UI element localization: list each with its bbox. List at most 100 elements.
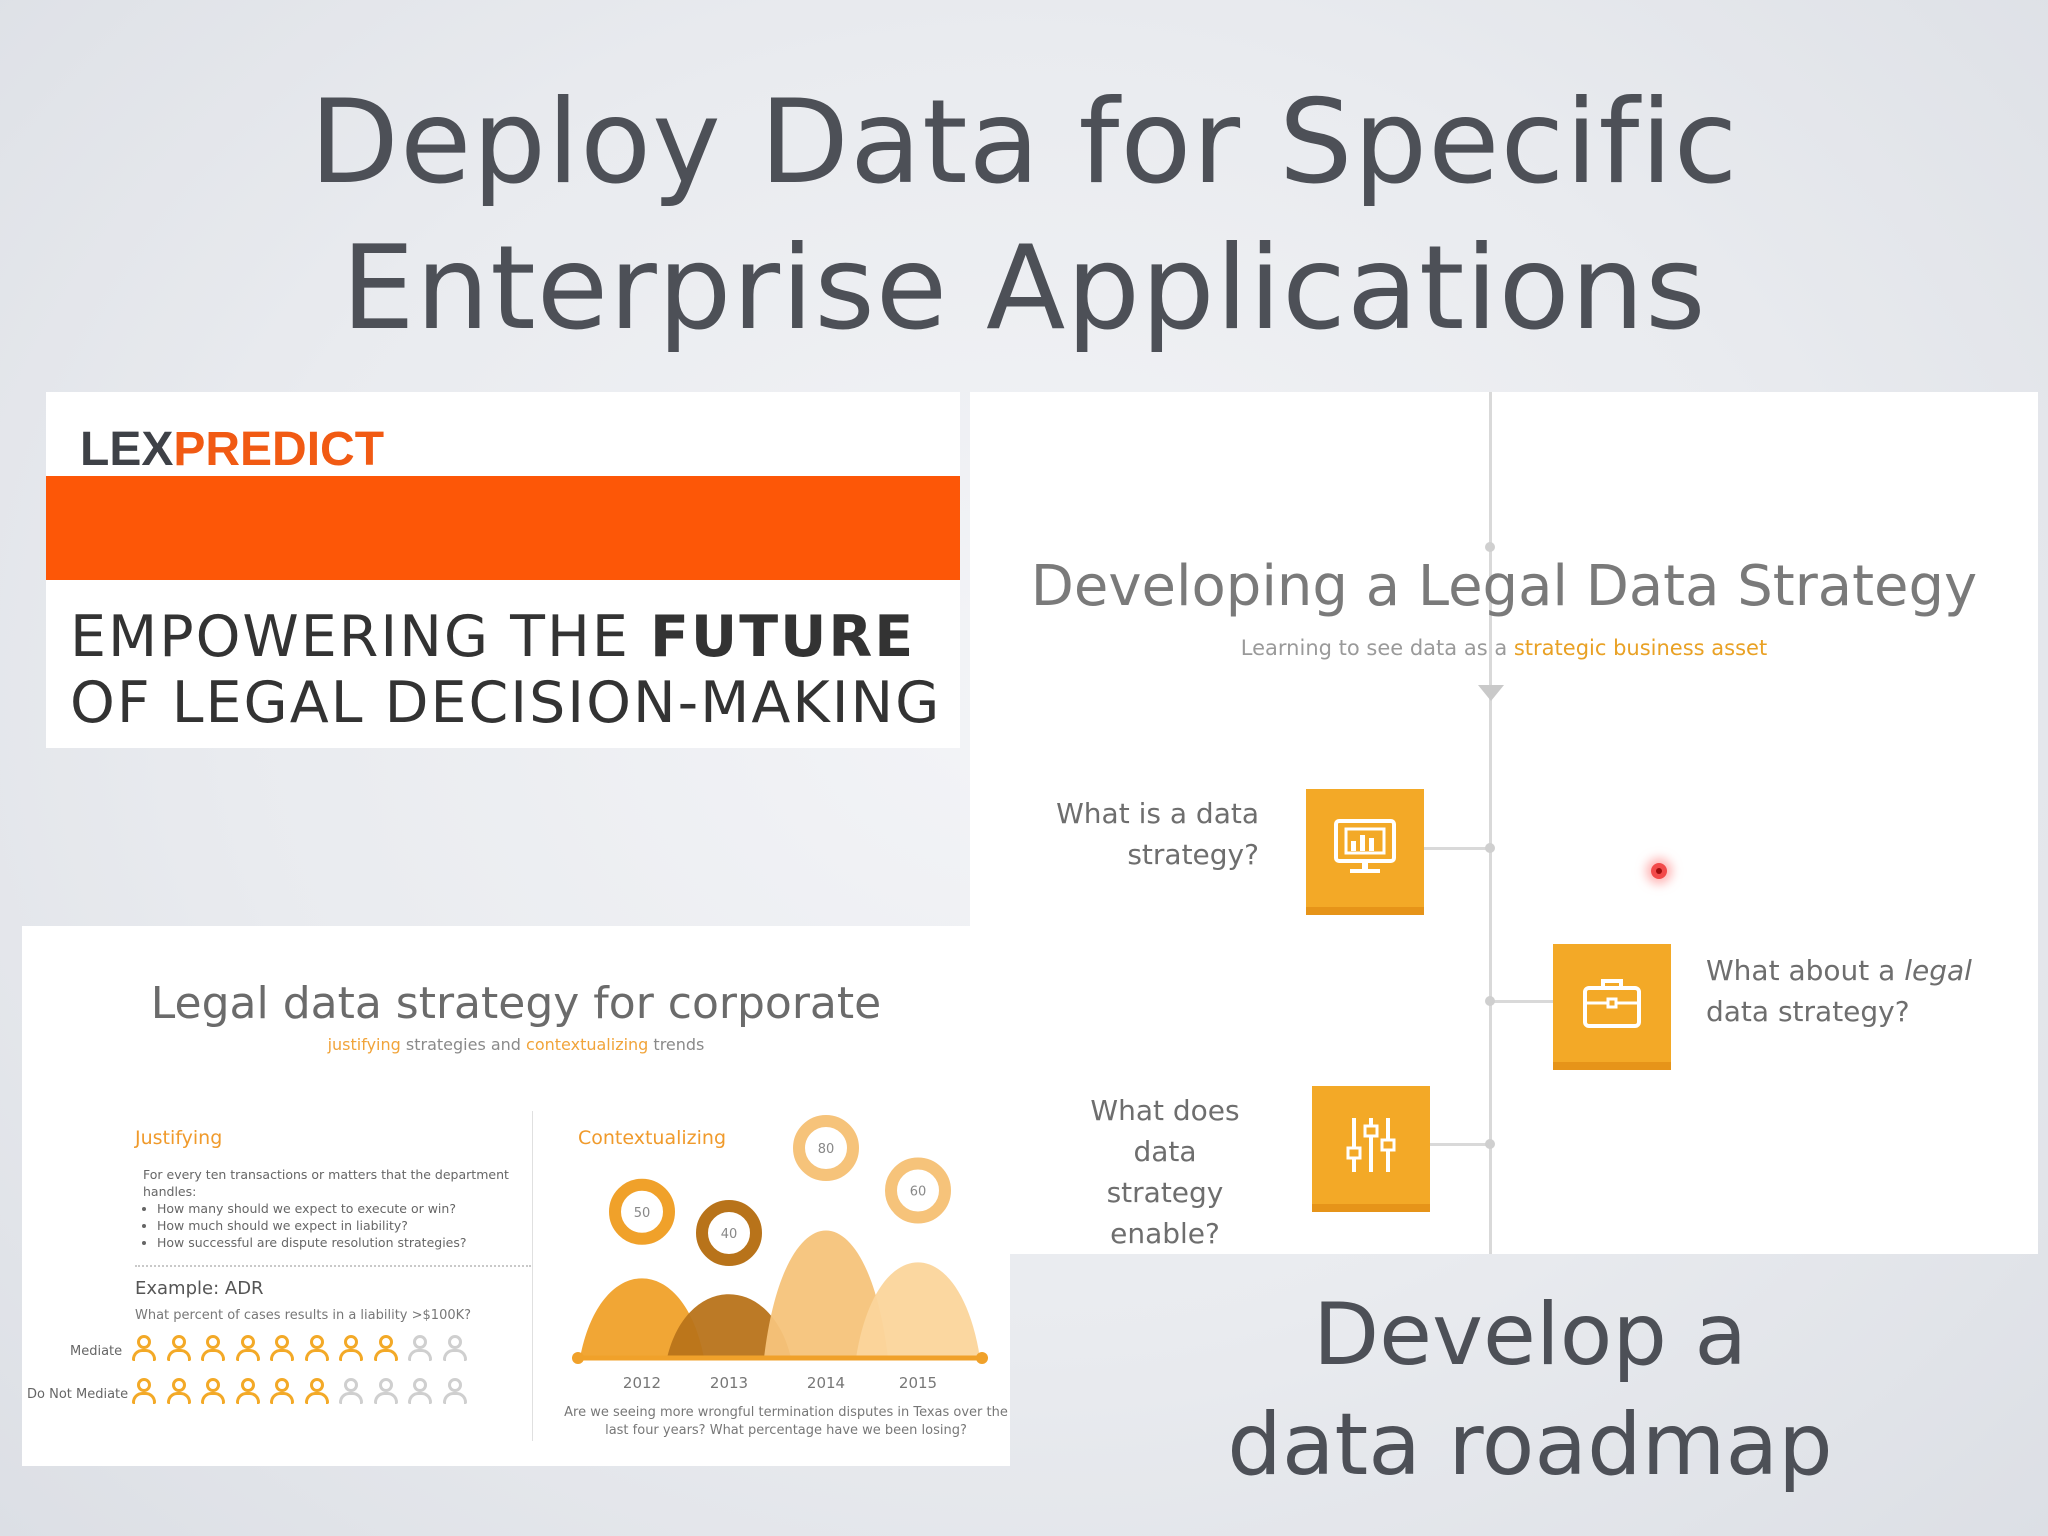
slide-title-line-2: Enterprise Applications — [341, 221, 1707, 356]
chart-bump — [764, 1230, 888, 1358]
timeline-line — [1489, 392, 1492, 1254]
timeline-dot — [1485, 1139, 1495, 1149]
chart-data-label: 50 — [634, 1206, 651, 1221]
question-3-line-2: strategy enable? — [1106, 1176, 1224, 1250]
chart-tick-label: 2013 — [710, 1374, 748, 1392]
chart-bump — [667, 1294, 791, 1358]
chart-baseline-end — [572, 1352, 584, 1364]
justifying-body: For every ten transactions or matters th… — [135, 1166, 535, 1251]
logo-text-x: X — [141, 423, 174, 476]
person-icon — [268, 1334, 296, 1362]
legal-data-strategy-slide: Developing a Legal Data Strategy Learnin… — [970, 392, 2038, 1254]
person-icon — [372, 1377, 400, 1405]
justifying-bullets: How many should we expect to execute or … — [135, 1200, 535, 1251]
chart-tick-label: 2012 — [623, 1374, 661, 1392]
person-icon — [406, 1334, 434, 1362]
question-box-1 — [1306, 789, 1424, 907]
roadmap-line-1: Develop a — [1312, 1285, 1748, 1385]
chart-tick-label: 2015 — [899, 1374, 937, 1392]
roadmap-caption: Develop a data roadmap — [1180, 1280, 1880, 1500]
strategy-subtitle-text: Learning to see data as a — [1240, 636, 1514, 660]
strategy-title: Developing a Legal Data Strategy — [1030, 554, 1978, 619]
question-box-3 — [1312, 1086, 1430, 1204]
logo-text-predict: PREDICT — [173, 423, 385, 476]
tagline-line-1: EMPOWERING THE — [70, 604, 650, 670]
lexpredict-logo: LEXPREDICT — [80, 422, 384, 477]
person-icon — [268, 1377, 296, 1405]
corporate-subtitle: justifying strategies and contextualizin… — [22, 1035, 1010, 1054]
chart-tick-label: 2014 — [807, 1374, 845, 1392]
sliders-icon — [1346, 1118, 1396, 1172]
slide-title: Deploy Data for Specific Enterprise Appl… — [0, 70, 2048, 362]
contextualizing-heading: Contextualizing — [578, 1127, 727, 1149]
orange-banner — [46, 476, 960, 580]
justifying-intro: For every ten transactions or matters th… — [143, 1167, 509, 1199]
corporate-strategy-slide: Legal data strategy for corporate justif… — [22, 926, 1010, 1466]
subtitle-justifying: justifying — [327, 1035, 401, 1054]
person-icon — [130, 1334, 158, 1362]
contextualizing-chart: 50 2012 40 2013 80 2014 60 2015 — [572, 1115, 988, 1392]
person-icon — [199, 1377, 227, 1405]
example-heading: Example: ADR — [135, 1278, 264, 1299]
contextualizing-note: Are we seeing more wrongful termination … — [564, 1405, 1008, 1438]
subtitle-end: trends — [648, 1035, 705, 1054]
timeline-dot — [1485, 996, 1495, 1006]
do-not-mediate-label: Do Not Mediate — [27, 1387, 129, 1402]
person-icon — [130, 1377, 158, 1405]
person-icon — [165, 1377, 193, 1405]
question-3-line-1: What does data — [1090, 1094, 1240, 1168]
timeline-branch — [1424, 847, 1490, 850]
timeline-dot — [1485, 542, 1495, 552]
monitor-chart-icon — [1334, 819, 1396, 873]
subtitle-mid: strategies and — [400, 1035, 527, 1054]
timeline-arrow — [1478, 685, 1504, 701]
chart-value-ring — [885, 1157, 951, 1224]
person-icon — [372, 1334, 400, 1362]
list-item: How many should we expect to execute or … — [157, 1200, 535, 1217]
question-what-is-data-strategy: What is a data strategy? — [1056, 797, 1259, 871]
person-icon — [165, 1334, 193, 1362]
person-icon — [234, 1334, 262, 1362]
chart-data-label: 80 — [818, 1142, 835, 1157]
example-question: What percent of cases results in a liabi… — [135, 1308, 472, 1323]
laser-pointer-dot — [1651, 863, 1667, 879]
lexpredict-tagline: EMPOWERING THE FUTURE OF LEGAL DECISION-… — [70, 604, 941, 736]
strategy-subtitle-highlight: strategic business asset — [1513, 636, 1768, 660]
chart-value-ring — [696, 1200, 762, 1266]
chart-data-label: 60 — [910, 1185, 927, 1200]
chart-bump — [856, 1262, 980, 1358]
tagline-line-2: OF LEGAL DECISION-MAKING — [70, 670, 942, 736]
chart-data-label: 40 — [721, 1227, 738, 1242]
question-box-2 — [1553, 944, 1671, 1062]
corporate-title: Legal data strategy for corporate — [150, 978, 882, 1029]
tagline-bold: FUTURE — [649, 604, 916, 670]
mediate-label: Mediate — [70, 1344, 123, 1359]
timeline-branch — [1430, 1143, 1490, 1146]
timeline-branch — [1490, 1000, 1553, 1003]
column-divider — [532, 1111, 533, 1441]
question-2-italic: legal — [1904, 954, 1972, 987]
person-icon — [234, 1377, 262, 1405]
lexpredict-slide: LEXPREDICT EMPOWERING THE FUTURE OF LEGA… — [46, 392, 960, 748]
person-icon — [406, 1377, 434, 1405]
chart-value-ring — [793, 1115, 859, 1181]
slide-title-line-1: Deploy Data for Specific — [309, 75, 1739, 210]
briefcase-icon — [1583, 979, 1641, 1028]
question-legal-data-strategy: What about a legal data strategy? — [1706, 950, 2026, 1032]
person-icon — [441, 1334, 469, 1362]
logo-text-le: LE — [80, 423, 142, 476]
subtitle-contextualizing: contextualizing — [526, 1035, 649, 1054]
person-icon — [337, 1377, 365, 1405]
justifying-heading: Justifying — [135, 1127, 223, 1149]
chart-baseline-end — [976, 1352, 988, 1364]
strategy-subtitle: Learning to see data as a strategic busi… — [970, 636, 2038, 660]
person-icon — [337, 1334, 365, 1362]
chart-value-ring — [609, 1178, 675, 1245]
question-2-text-end: data strategy? — [1706, 995, 1910, 1028]
question-what-does-data-strategy-enable: What does data strategy enable? — [1065, 1090, 1265, 1254]
chart-bump — [580, 1278, 704, 1358]
question-2-text: What about a — [1706, 954, 1905, 987]
person-icon — [303, 1334, 331, 1362]
person-icon — [303, 1377, 331, 1405]
timeline-dot — [1485, 843, 1495, 853]
